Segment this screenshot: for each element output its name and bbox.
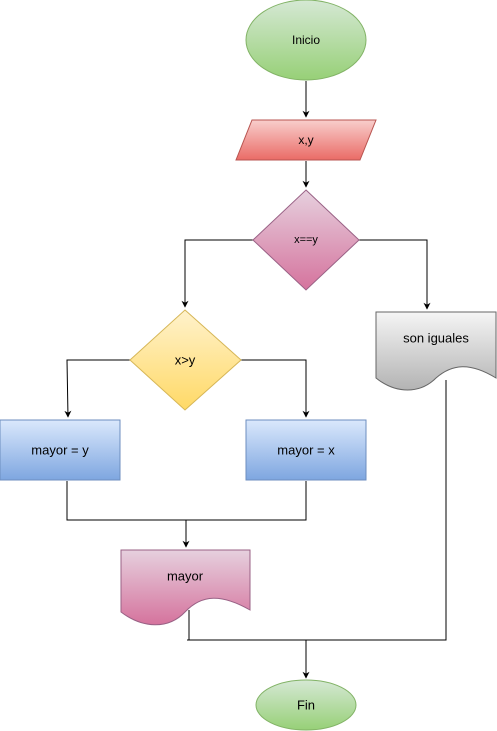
edge-greater-yes-to-assign-x [241, 359, 310, 418]
assign-y-label: mayor = y [31, 443, 89, 458]
decision-equal-label: x==y [294, 234, 318, 246]
assign-y-node[interactable]: mayor = y [0, 419, 121, 481]
output-equal-label: son iguales [403, 331, 469, 346]
edge-equal-no-to-decision-greater [181, 239, 253, 308]
assign-y-rect [0, 419, 121, 481]
output-mayor-document [120, 549, 251, 626]
input-label: x,y [298, 133, 313, 147]
decision-greater-label: x>y [175, 353, 196, 368]
edge-equal-yes-to-son-iguales [359, 239, 431, 310]
start-node[interactable]: Inicio [245, 0, 367, 81]
input-node[interactable]: x,y [235, 119, 377, 161]
assign-x-node[interactable]: mayor = x [245, 419, 367, 481]
output-mayor-node[interactable]: mayor [120, 549, 251, 626]
input-parallelogram [235, 119, 377, 161]
edge-assign-merge-to-mayor [66, 481, 307, 547]
start-label: Inicio [292, 33, 320, 47]
decision-greater-node[interactable]: x>y [129, 309, 242, 411]
decision-equal-diamond [252, 189, 360, 291]
assign-x-label: mayor = x [277, 443, 335, 458]
connectors [64, 81, 447, 678]
decision-greater-diamond [129, 309, 242, 411]
end-label: Fin [297, 698, 315, 713]
edge-outputs-merge-to-fin [187, 380, 447, 678]
output-equal-document [375, 311, 497, 391]
output-mayor-label: mayor [167, 569, 204, 584]
end-node[interactable]: Fin [255, 679, 357, 731]
assign-x-rect [245, 419, 367, 481]
start-ellipse [245, 0, 367, 81]
output-equal-node[interactable]: son iguales [375, 311, 497, 391]
end-ellipse [255, 679, 357, 731]
edge-greater-no-to-assign-y [64, 359, 130, 418]
decision-equal-node[interactable]: x==y [252, 189, 360, 291]
